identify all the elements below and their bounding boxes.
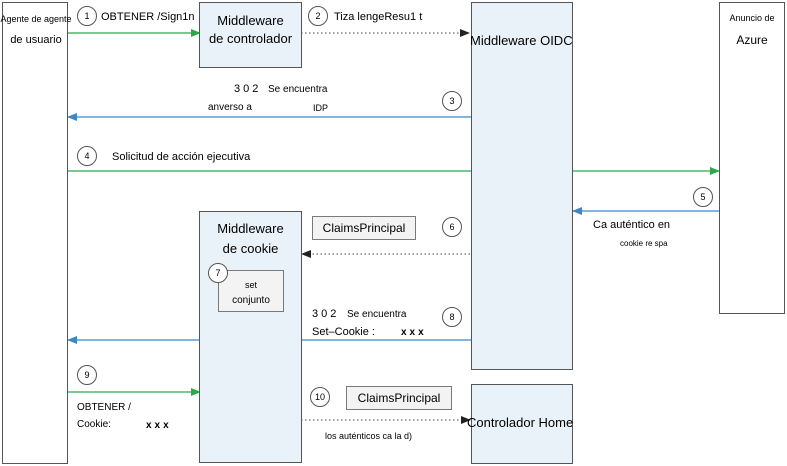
step-badge-7: 7 — [208, 263, 228, 283]
azure-ad-label-line2: Azure — [736, 33, 768, 47]
step-badge-3: 3 — [442, 91, 462, 111]
set-cookie-label-line1: set — [244, 280, 257, 290]
step-9-cookie: Cookie: — [77, 419, 111, 430]
step-3-redirect: anverso a — [208, 102, 252, 113]
set-cookie-label-line2: conjunto — [232, 295, 270, 306]
step-badge-8: 8 — [442, 307, 462, 327]
step-8-found: Se encuentra — [347, 309, 407, 320]
claims-principal-box-2 — [346, 386, 452, 410]
controller-middleware-label-line1: Middleware — [217, 13, 284, 28]
controller-middleware-box — [199, 2, 302, 68]
step-4-label: Solicitud de acción ejecutiva — [112, 151, 251, 163]
step-8-code: 302 — [312, 308, 340, 320]
step-badge-10: 10 — [310, 387, 330, 407]
step-1-label: OBTENER /Sign1n — [101, 11, 195, 23]
step-5-label-line2: cookie re spa — [620, 239, 668, 248]
step-5-label-line1: Ca auténtico en — [593, 219, 671, 231]
claims-principal-label-1: ClaimsPrincipal — [322, 221, 406, 235]
user-agent-lane — [2, 2, 68, 464]
cookie-middleware-box — [199, 211, 302, 463]
azure-ad-label-line1: Anuncio de — [729, 13, 775, 23]
home-controller-label: Controlador Home — [467, 415, 574, 430]
user-agent-label-line1: Agente de agente — [0, 14, 72, 24]
oidc-middleware-label: Middleware OIDC — [470, 33, 573, 48]
user-agent-label-line2: de usuario — [10, 34, 62, 46]
home-controller-box — [471, 384, 573, 464]
controller-middleware-label-line2: de controlador — [208, 31, 293, 46]
claims-principal-box-1 — [312, 216, 416, 240]
step-badge-1: 1 — [77, 6, 97, 26]
step-9-cookie-value: xxx — [146, 420, 172, 431]
step-3-code: 302 — [234, 83, 262, 95]
oidc-middleware-box — [471, 2, 573, 370]
step-2-label: Tiza lengeResu1 t — [334, 11, 423, 23]
step-10-label: los auténticos ca la d) — [325, 431, 413, 441]
cookie-middleware-label-line2: de cookie — [222, 241, 279, 256]
step-9-get: OBTENER / — [77, 402, 131, 413]
cookie-middleware-label-line1: Middleware — [217, 221, 284, 236]
step-badge-6: 6 — [442, 217, 462, 237]
step-badge-2: 2 — [308, 6, 328, 26]
step-3-found: Se encuentra — [268, 84, 328, 95]
step-8-set-cookie: Set–Cookie : — [312, 326, 375, 338]
set-cookie-box — [218, 270, 284, 312]
step-badge-4: 4 — [77, 146, 97, 166]
step-8-cookie-value: xxx — [401, 327, 427, 338]
azure-ad-box — [719, 2, 785, 314]
step-badge-5: 5 — [693, 187, 713, 207]
claims-principal-label-2: ClaimsPrincipal — [357, 391, 441, 405]
step-3-idp: IDP — [313, 103, 329, 113]
step-badge-9: 9 — [77, 365, 97, 385]
